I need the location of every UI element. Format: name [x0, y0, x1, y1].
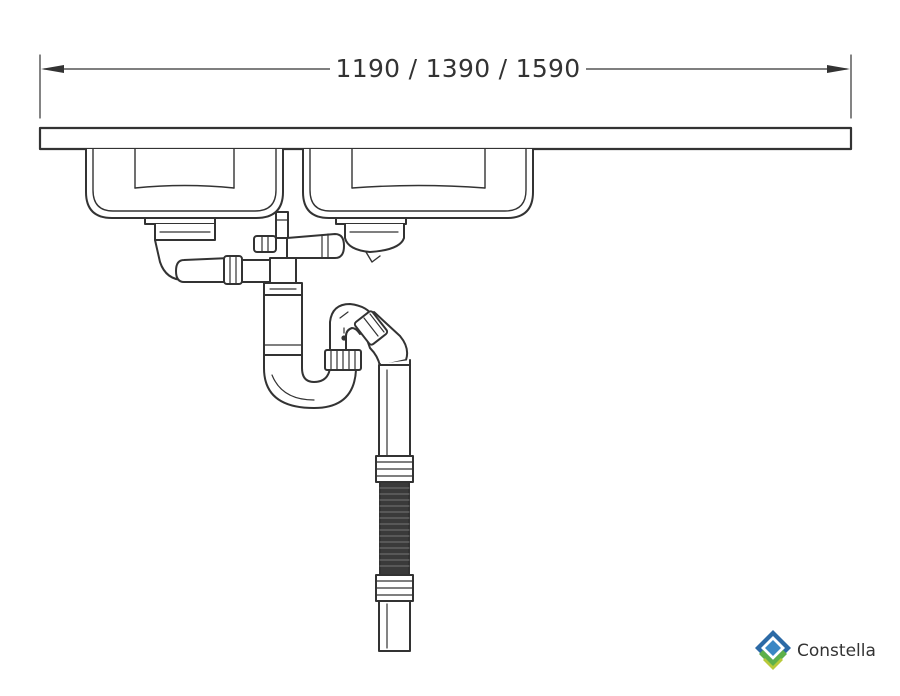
left-bowl — [85, 148, 284, 281]
connector-pipes — [175, 211, 345, 296]
brand-logo: Constella — [753, 628, 893, 674]
sink-rim — [38, 126, 853, 151]
elbow-connector — [353, 310, 411, 373]
brand-name: Constella — [797, 641, 876, 661]
outlet-hose — [375, 364, 414, 652]
u-trap — [263, 294, 375, 409]
right-bowl — [302, 148, 534, 263]
dimension-label: 1190 / 1390 / 1590 — [330, 52, 586, 86]
constella-logo-icon — [755, 630, 791, 670]
